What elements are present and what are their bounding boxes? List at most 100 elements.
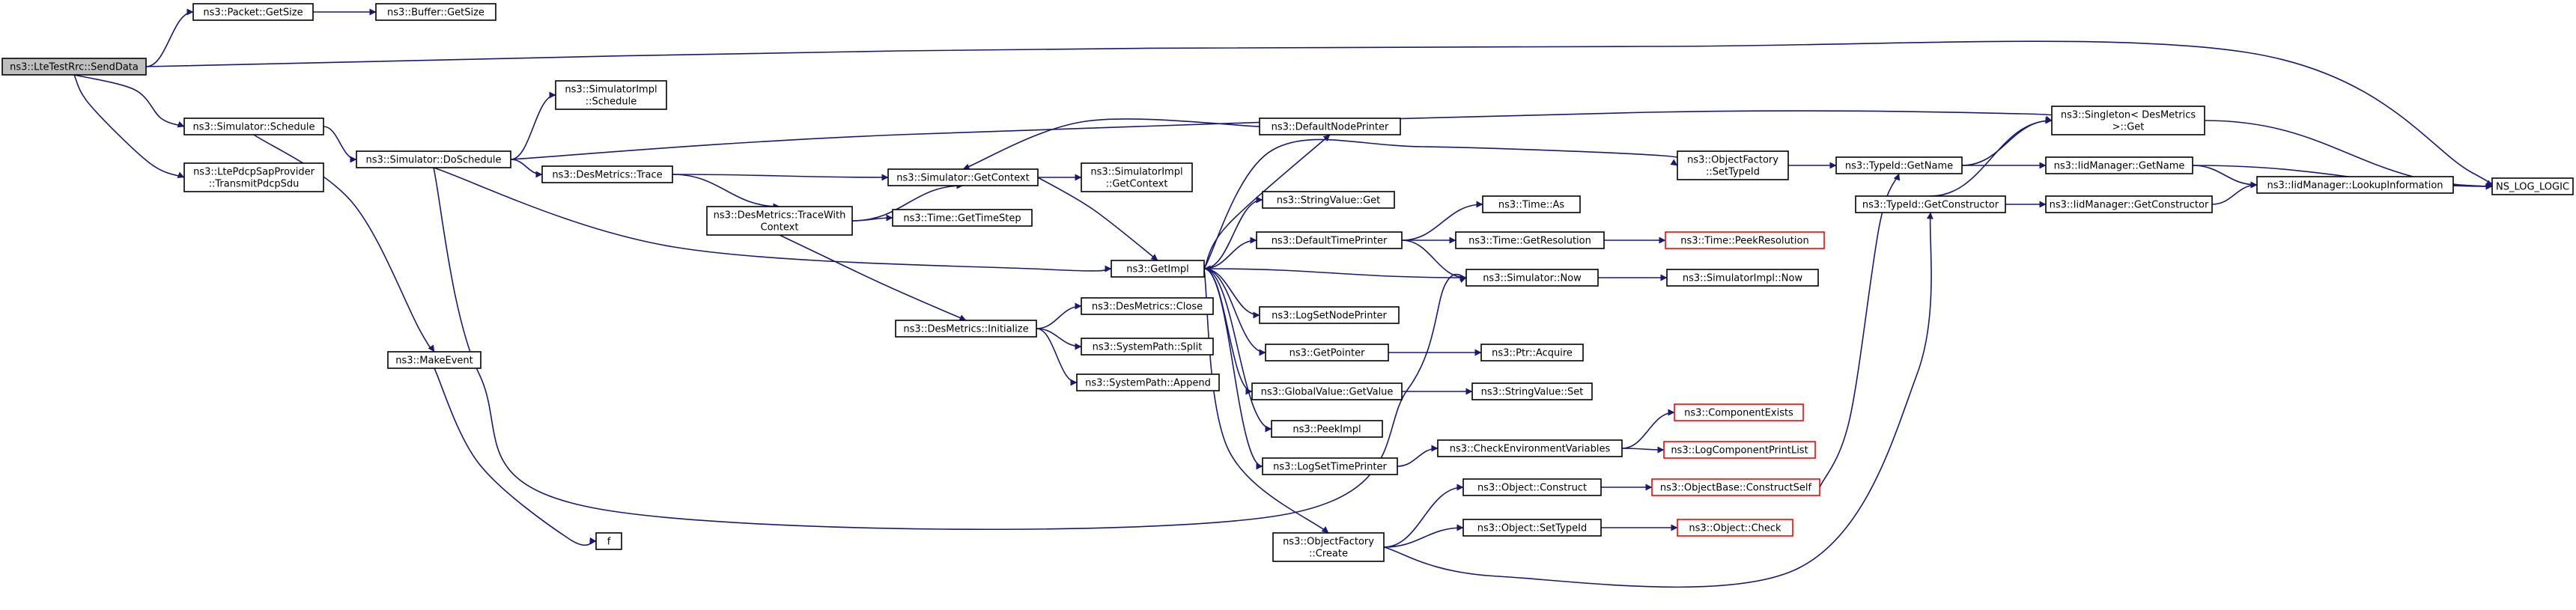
node-box — [2256, 176, 2454, 194]
edge-doSchedule-to-singleton — [510, 110, 2062, 160]
node-ptrAcquire[interactable]: ns3::Ptr::Acquire — [1480, 344, 1584, 362]
call-nodes: ns3::LteTestRrc::SendData ns3::Packet::Ge… — [1, 3, 2574, 562]
node-label: ns3::DesMetrics::Trace — [552, 170, 662, 181]
edge-doSchedule-to-simNow — [433, 167, 1467, 531]
node-globalGetValue[interactable]: ns3::GlobalValue::GetValue — [1251, 382, 1403, 400]
node-sendData[interactable]: ns3::LteTestRrc::SendData — [1, 58, 147, 76]
node-peekResolution[interactable]: ns3::Time::PeekResolution — [1665, 231, 1825, 249]
edge-defaultTimePrinter-to-simNow — [1401, 240, 1467, 281]
node-box — [183, 162, 324, 192]
node-logCompPrint[interactable]: ns3::LogComponentPrintList — [1663, 441, 1816, 459]
node-box — [2045, 156, 2193, 174]
node-getResolution[interactable]: ns3::Time::GetResolution — [1455, 231, 1605, 249]
node-stringValueGet[interactable]: ns3::StringValue::Get — [1262, 191, 1395, 209]
node-bufferGetSize[interactable]: ns3::Buffer::GetSize — [375, 3, 496, 21]
node-label: ns3::ComponentExists — [1684, 408, 1793, 419]
node-label: ns3::LogComponentPrintList — [1671, 445, 1808, 457]
node-box — [1665, 231, 1825, 249]
node-box — [1259, 118, 1401, 135]
node-logSetNodePrinter[interactable]: ns3::LogSetNodePrinter — [1259, 306, 1400, 324]
call-edges — [73, 8, 2497, 588]
node-defaultTimePrinter[interactable]: ns3::DefaultTimePrinter — [1256, 231, 1403, 249]
node-getImpl[interactable]: ns3::GetImpl — [1111, 260, 1205, 278]
node-box — [2045, 195, 2213, 213]
node-logSetTimePrinter[interactable]: ns3::LogSetTimePrinter — [1262, 457, 1398, 475]
node-simImplNow[interactable]: ns3::SimulatorImpl::Now — [1666, 269, 1819, 287]
node-getPointer[interactable]: ns3::GetPointer — [1265, 344, 1389, 362]
node-box — [1081, 162, 1193, 192]
node-box — [1674, 403, 1804, 421]
node-objConstruct[interactable]: ns3::Object::Construct — [1462, 478, 1602, 496]
node-getTimeStep[interactable]: ns3::Time::GetTimeStep — [892, 209, 1033, 227]
node-box — [1677, 150, 1789, 180]
edge-sendData-to-transmitPdcpSdu — [73, 74, 185, 178]
node-label: ns3::TypeId::GetConstructor — [1862, 200, 1999, 211]
node-label: ns3::IidManager::GetConstructor — [2050, 200, 2209, 211]
node-simSchedule[interactable]: ns3::Simulator::Schedule — [183, 118, 324, 135]
node-label: ns3::GetImpl — [1126, 264, 1189, 275]
node-desInitialize[interactable]: ns3::DesMetrics::Initialize — [895, 320, 1037, 338]
node-nsLogLogic[interactable]: NS_LOG_LOGIC — [2491, 177, 2574, 195]
node-desClose[interactable]: ns3::DesMetrics::Close — [1081, 297, 1214, 315]
node-box — [1651, 478, 1820, 496]
node-getContext[interactable]: ns3::Simulator::GetContext — [887, 168, 1039, 186]
edge-checkEnv-to-componentExists — [1621, 409, 1675, 449]
node-box — [1256, 231, 1403, 249]
node-componentExists[interactable]: ns3::ComponentExists — [1674, 403, 1804, 421]
node-sysAppend[interactable]: ns3::SystemPath::Append — [1076, 373, 1220, 391]
node-objSetTypeId[interactable]: ns3::Object::SetTypeId — [1462, 519, 1602, 537]
node-iidLookup[interactable]: ns3::IidManager::LookupInformation — [2256, 176, 2454, 194]
node-label: ns3::LtePdcpSapProvider — [193, 167, 315, 178]
node-makeEvent[interactable]: ns3::MakeEvent — [387, 351, 482, 369]
node-f[interactable]: f — [595, 532, 622, 550]
node-iidGetConstructor[interactable]: ns3::IidManager::GetConstructor — [2045, 195, 2213, 213]
node-packetGetSize[interactable]: ns3::Packet::GetSize — [192, 3, 314, 21]
node-checkEnv[interactable]: ns3::CheckEnvironmentVariables — [1437, 439, 1623, 457]
node-sysSplit[interactable]: ns3::SystemPath::Split — [1081, 338, 1214, 356]
node-objFactoryCreate[interactable]: ns3::ObjectFactory::Create — [1272, 532, 1385, 562]
node-box — [2051, 106, 2205, 135]
edge-objFactoryCreate-to-objSetTypeId — [1383, 524, 1464, 548]
node-constructSelf[interactable]: ns3::ObjectBase::ConstructSelf — [1651, 478, 1820, 496]
node-label: ::Create — [1309, 549, 1348, 560]
node-simImplSchedule[interactable]: ns3::SimulatorImpl::Schedule — [555, 80, 667, 110]
node-label: ns3::Simulator::Now — [1483, 273, 1582, 284]
edge-simNow-to-getImpl — [1203, 265, 1467, 278]
node-box — [1677, 519, 1793, 537]
edge-defaultNodePrinter-to-getContext — [962, 118, 1260, 171]
node-box — [1666, 269, 1819, 287]
node-box — [1262, 457, 1398, 475]
node-peekImpl[interactable]: ns3::PeekImpl — [1271, 420, 1383, 438]
node-label: ns3::DesMetrics::Close — [1092, 302, 1203, 313]
node-box — [1455, 231, 1605, 249]
node-box — [1462, 519, 1602, 537]
edge-sendData-to-packetGetSize — [145, 8, 194, 67]
node-box — [887, 168, 1039, 186]
node-label: ::TransmitPdcpSdu — [209, 179, 300, 190]
node-factorySetTypeId[interactable]: ns3::ObjectFactory::SetTypeId — [1677, 150, 1789, 180]
node-stringValueSet[interactable]: ns3::StringValue::Set — [1471, 382, 1593, 400]
node-box — [1251, 382, 1403, 400]
edge-makeEvent-to-f — [434, 367, 597, 546]
edge-iidGetName-to-iidLookup — [2192, 165, 2258, 189]
node-typeIdGetName[interactable]: ns3::TypeId::GetName — [1835, 156, 1963, 174]
edge-sendData-to-nsLogLogic — [145, 40, 2497, 188]
node-desTrace[interactable]: ns3::DesMetrics::Trace — [541, 165, 673, 183]
node-doSchedule[interactable]: ns3::Simulator::DoSchedule — [356, 150, 511, 168]
node-transmitPdcpSdu[interactable]: ns3::LtePdcpSapProvider::TransmitPdcpSdu — [183, 162, 324, 192]
edge-traceWithContext-to-getTimeStep — [851, 214, 893, 222]
node-label: NS_LOG_LOGIC — [2496, 182, 2569, 193]
node-label: ns3::IidManager::LookupInformation — [2267, 180, 2443, 192]
node-label: ns3::ObjectFactory — [1283, 537, 1374, 548]
node-typeIdGetConstructor[interactable]: ns3::TypeId::GetConstructor — [1855, 195, 2006, 213]
node-iidGetName[interactable]: ns3::IidManager::GetName — [2045, 156, 2193, 174]
node-box — [1, 58, 147, 76]
node-singleton[interactable]: ns3::Singleton< DesMetrics >::Get — [2051, 106, 2205, 135]
node-defaultNodePrinter[interactable]: ns3::DefaultNodePrinter — [1259, 118, 1401, 135]
node-timeAs[interactable]: ns3::Time::As — [1482, 195, 1581, 213]
node-simImplGetContext[interactable]: ns3::SimulatorImpl::GetContext — [1081, 162, 1193, 192]
node-simNow[interactable]: ns3::Simulator::Now — [1465, 269, 1599, 287]
edge-simSchedule-to-makeEvent — [253, 134, 435, 353]
node-objCheck[interactable]: ns3::Object::Check — [1677, 519, 1793, 537]
